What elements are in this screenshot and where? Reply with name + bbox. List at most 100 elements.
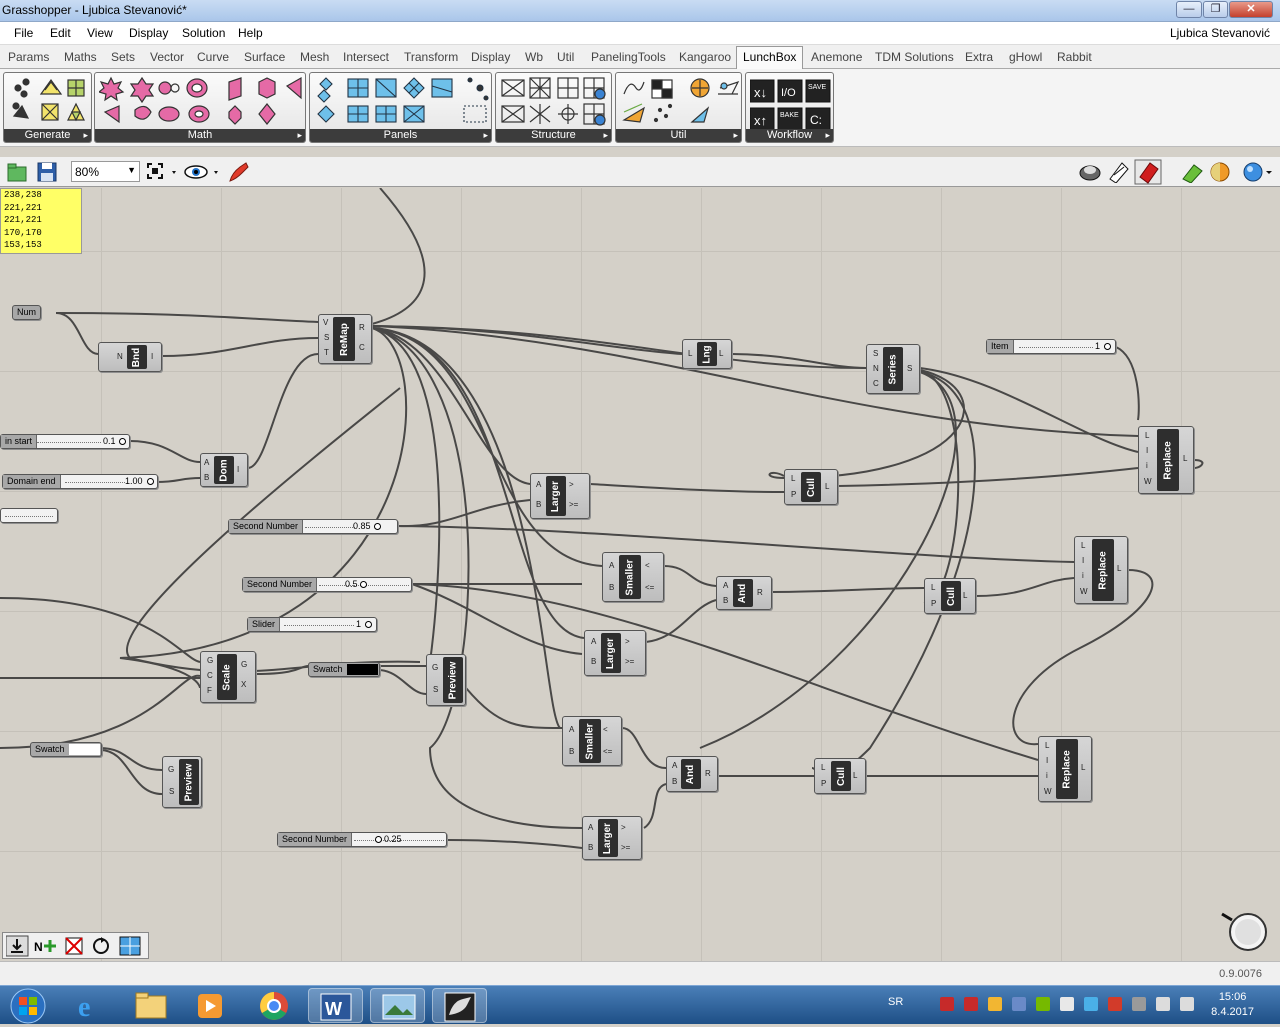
slider-knob[interactable] <box>1104 343 1111 350</box>
volume-muted-icon[interactable] <box>1180 997 1194 1011</box>
taskbar-word[interactable]: W <box>308 988 363 1023</box>
scale-component[interactable]: G C F G X Scale <box>200 651 256 703</box>
close-button[interactable]: ✕ <box>1229 1 1273 18</box>
canvas-tool-icons[interactable]: N <box>6 935 146 957</box>
tab-rabbit[interactable]: Rabbit <box>1057 50 1092 64</box>
taskbar-media[interactable] <box>184 988 239 1023</box>
menu-view[interactable]: View <box>87 26 113 40</box>
domain-end-slider[interactable]: Domain end 1.00 <box>2 474 158 489</box>
antivirus-tray-icon[interactable] <box>1108 997 1122 1011</box>
maximize-button[interactable]: ❐ <box>1203 1 1228 18</box>
cull-component-3[interactable]: L P L Cull <box>814 758 866 794</box>
taskbar-chrome[interactable] <box>246 988 301 1023</box>
dom-component[interactable]: A B I Dom <box>200 453 248 487</box>
sync-tray-icon[interactable] <box>1132 997 1146 1011</box>
and-component-1[interactable]: A B R And <box>716 576 772 610</box>
acrobat-reader-tray-icon[interactable] <box>964 997 978 1011</box>
slider-knob[interactable] <box>365 621 372 628</box>
save-file-icon[interactable] <box>36 161 58 183</box>
tab-surface[interactable]: Surface <box>244 50 286 64</box>
remap-component[interactable]: V S T R C ReMap <box>318 314 372 364</box>
preview-component-2[interactable]: G S Preview <box>162 756 202 808</box>
panels-icons[interactable] <box>314 76 490 130</box>
tab-kangaroo[interactable]: Kangaroo <box>679 50 732 64</box>
tab-params[interactable]: Params <box>8 50 50 64</box>
tab-anemone[interactable]: Anemone <box>811 50 863 64</box>
document-sphere-icon[interactable] <box>1242 161 1276 183</box>
tab-extra[interactable]: Extra <box>965 50 994 64</box>
tab-wb[interactable]: Wb <box>525 50 543 64</box>
menu-display[interactable]: Display <box>129 26 169 40</box>
structure-icons[interactable] <box>500 76 610 130</box>
unnamed-slider[interactable] <box>0 508 58 523</box>
item-slider[interactable]: Item 1 <box>986 339 1116 354</box>
generate-icons[interactable] <box>8 76 90 130</box>
shaded-preview-icon[interactable] <box>1134 159 1162 185</box>
network-tray-icon[interactable] <box>1156 997 1170 1011</box>
tab-mesh[interactable]: Mesh <box>300 50 330 64</box>
tab-ghowl[interactable]: gHowl <box>1009 50 1043 64</box>
domain-start-slider[interactable]: in start 0.1 <box>0 434 130 449</box>
smaller-component-2[interactable]: A B < <= Smaller <box>562 716 622 766</box>
larger-component-2[interactable]: A B > >= Larger <box>584 630 646 676</box>
slider-knob[interactable] <box>375 836 382 843</box>
tab-display[interactable]: Display <box>471 50 511 64</box>
menu-solution[interactable]: Solution <box>182 26 226 40</box>
cull-component-2[interactable]: L P L Cull <box>924 578 976 614</box>
workflow-icons[interactable]: x↓ I/O SAVE x↑ BAKE C: <box>750 76 832 130</box>
and-component-2[interactable]: A B R And <box>666 756 718 792</box>
math-icons[interactable] <box>99 76 304 130</box>
user-name[interactable]: Ljubica Stevanović <box>1169 26 1270 40</box>
cull-component-1[interactable]: L P L Cull <box>784 469 838 505</box>
tab-maths[interactable]: Maths <box>64 50 97 64</box>
swatch-white[interactable]: Swatch <box>30 742 102 757</box>
larger-component-1[interactable]: A B > >= Larger <box>530 473 590 519</box>
tab-vector[interactable]: Vector <box>150 50 185 64</box>
taskbar-explorer[interactable] <box>124 988 179 1023</box>
system-clock[interactable]: 15:06 8.4.2017 <box>1211 990 1254 1020</box>
menu-help[interactable]: Help <box>238 26 263 40</box>
tab-curve[interactable]: Curve <box>197 50 230 64</box>
preview-eye-icon[interactable] <box>184 162 222 182</box>
zoom-select[interactable]: 80%▼ <box>71 161 140 182</box>
navigation-compass-icon[interactable] <box>1218 908 1270 954</box>
language-indicator[interactable]: SR <box>888 996 904 1008</box>
tab-panelingtools[interactable]: PanelingTools <box>591 50 666 64</box>
replace-component-1[interactable]: L I i W L Replace <box>1138 426 1194 494</box>
taskbar-viewer[interactable] <box>370 988 425 1023</box>
tab-transform[interactable]: Transform <box>404 50 459 64</box>
sketch-pen-icon[interactable] <box>226 161 250 183</box>
num-param[interactable]: Num <box>12 305 42 320</box>
acrobat-tray-icon[interactable] <box>940 997 954 1011</box>
taskbar-ie[interactable]: e <box>62 988 117 1023</box>
wireframe-icon[interactable] <box>1106 161 1130 183</box>
replace-component-3[interactable]: L I i W L Replace <box>1038 736 1092 802</box>
slider-knob[interactable] <box>374 523 381 530</box>
grasshopper-canvas[interactable]: 238,238 221,221 221,221 170,170 153,153 … <box>0 188 1280 961</box>
series-component[interactable]: S N C S Series <box>866 344 920 394</box>
update-tray-icon[interactable] <box>988 997 1002 1011</box>
second-number-slider-085[interactable]: Second Number 0.85 <box>228 519 398 534</box>
bnd-component[interactable]: N I Bnd <box>98 342 162 372</box>
data-panel[interactable]: 238,238 221,221 221,221 170,170 153,153 <box>0 188 82 254</box>
tab-sets[interactable]: Sets <box>111 50 136 64</box>
open-file-icon[interactable] <box>6 161 28 183</box>
slider-knob[interactable] <box>119 438 126 445</box>
replace-component-2[interactable]: L I i W L Replace <box>1074 536 1128 604</box>
lng-component[interactable]: L L Lng <box>682 339 732 369</box>
slider-knob[interactable] <box>360 581 367 588</box>
nvidia-tray-icon[interactable] <box>1036 997 1050 1011</box>
start-button-icon[interactable] <box>4 987 52 1025</box>
taskbar-rhino[interactable] <box>432 988 487 1023</box>
material-sphere-icon[interactable] <box>1208 161 1232 183</box>
menu-edit[interactable]: Edit <box>50 26 71 40</box>
slider-knob[interactable] <box>147 478 154 485</box>
zoom-extents-icon[interactable] <box>146 162 180 182</box>
slider-1[interactable]: Slider 1 <box>247 617 377 632</box>
tab-util[interactable]: Util <box>557 50 575 64</box>
second-number-slider-025[interactable]: Second Number 0.25 <box>277 832 447 847</box>
security-tray-icon[interactable] <box>1060 997 1074 1011</box>
select-green-icon[interactable] <box>1180 161 1204 183</box>
preview-mesh-icon[interactable] <box>1078 161 1102 183</box>
tab-intersect[interactable]: Intersect <box>343 50 390 64</box>
